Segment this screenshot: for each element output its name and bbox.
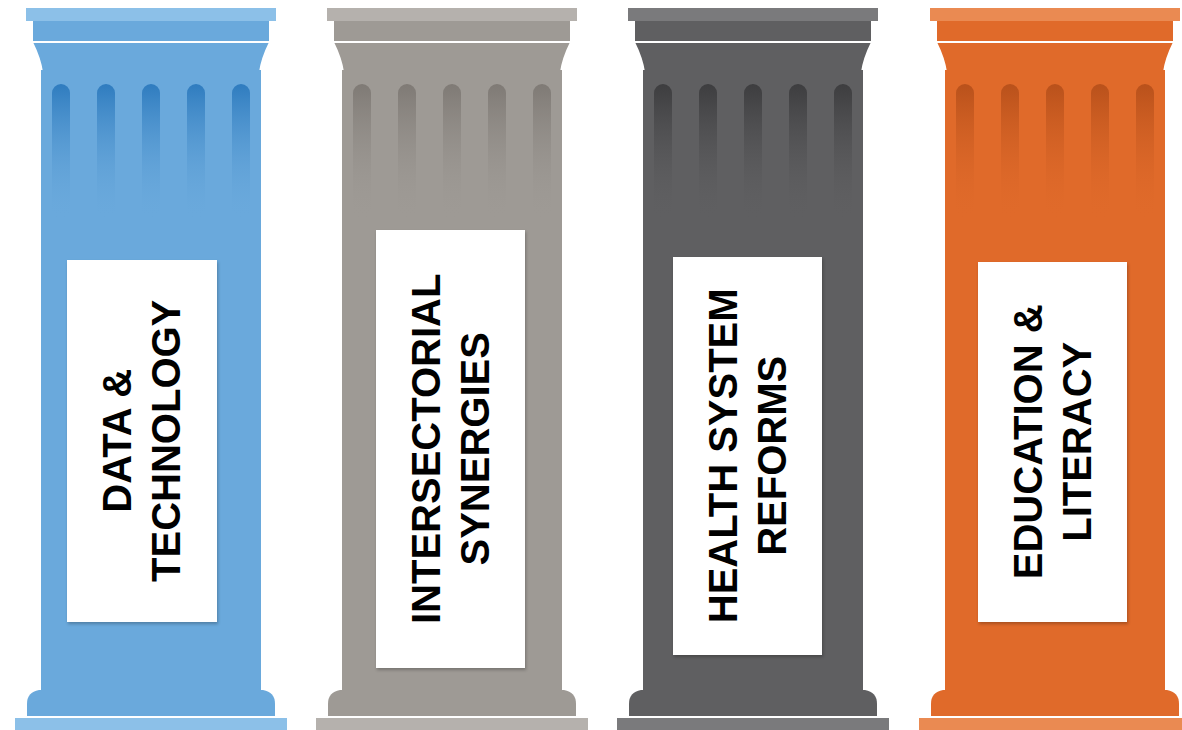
pillar-capital-line (937, 41, 1173, 43)
pillar-flute (187, 84, 205, 219)
label-box: EDUCATION & LITERACY (978, 262, 1127, 622)
pillar-flute (353, 84, 371, 219)
pillar-label: DATA & TECHNOLOGY (93, 274, 191, 608)
pillar-flute (1046, 84, 1064, 219)
pillar-capital (937, 21, 1173, 72)
label-box: DATA & TECHNOLOGY (67, 260, 217, 622)
pillar-flute (834, 84, 852, 219)
pillar-top (628, 8, 878, 21)
label-box: HEALTH SYSTEM REFORMS (673, 257, 822, 655)
pillar-top (930, 8, 1180, 21)
pillar-flute (744, 84, 762, 219)
pillar-base (931, 690, 1179, 716)
pillar-shaft (945, 70, 1165, 690)
pillar-top (327, 8, 577, 21)
pillar-capital-line (635, 41, 871, 43)
pillar-flute (956, 84, 974, 219)
pillar-flute (398, 84, 416, 219)
pillar-capital (635, 21, 871, 72)
pillar-capital-line (334, 41, 570, 43)
pillar-plinth (617, 718, 889, 730)
pillar-label: INTERSECTORIAL SYNERGIES (402, 244, 500, 654)
label-box: INTERSECTORIAL SYNERGIES (376, 230, 525, 668)
pillar-plinth (919, 718, 1182, 730)
pillar-plinth (316, 718, 588, 730)
pillar-flute (1136, 84, 1154, 219)
pillar-base (328, 690, 576, 716)
pillar-flute (789, 84, 807, 219)
pillar-base (27, 690, 275, 716)
pillar-label: EDUCATION & LITERACY (1004, 276, 1102, 608)
pillar-flute (1001, 84, 1019, 219)
pillar-flute (533, 84, 551, 219)
pillar-shaft (41, 70, 261, 690)
pillar-flute (699, 84, 717, 219)
pillar-shaft (643, 70, 863, 690)
pillar-label: HEALTH SYSTEM REFORMS (699, 271, 797, 641)
pillar-flute (654, 84, 672, 219)
pillar-flute (142, 84, 160, 219)
pillar-shaft (342, 70, 562, 690)
pillar-capital (334, 21, 570, 72)
pillar-plinth (15, 718, 287, 730)
pillar-flute (1091, 84, 1109, 219)
pillar-flute (97, 84, 115, 219)
pillar-flute (232, 84, 250, 219)
pillar-capital-line (33, 41, 269, 43)
pillar-top (26, 8, 276, 21)
pillar-capital (33, 21, 269, 72)
pillar-flute (488, 84, 506, 219)
pillar-base (629, 690, 877, 716)
pillar-flute (52, 84, 70, 219)
pillar-flute (443, 84, 461, 219)
